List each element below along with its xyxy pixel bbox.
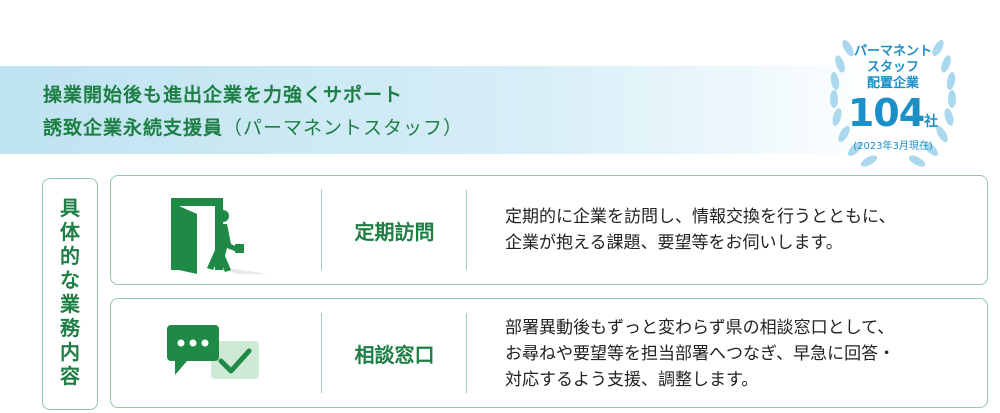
desc-line: 定期的に企業を訪問し、情報交換を行うとともに、 [505,207,896,227]
card-divider [466,313,467,393]
service-name: 定期訪問 [354,220,435,244]
side-label-box [42,178,98,410]
banner-subheadline: 誘致企業永続支援員（パーマネントスタッフ） [43,113,463,140]
card-divider [466,190,467,270]
banner-role-name: 誘致企業永続支援員 [43,117,224,139]
side-label: 具体的な業務内容 [60,196,80,388]
laurel-badge-icon [830,39,956,167]
card-divider [321,190,322,270]
service-description: 定期的に企業を訪問し、情報交換を行うとともに、 企業が抱える課題、要望等をお伺い… [505,204,975,256]
badge-line1: パーマネント [853,44,932,59]
service-card-consultation: 相談窓口 部署異動後もずっと変わらず県の相談窓口として、 お尋ねや要望等を担当部… [110,298,988,408]
service-description: 部署異動後もずっと変わらず県の相談窓口として、 お尋ねや要望等を担当部署へつなぎ… [505,315,975,393]
card-divider [321,313,322,393]
service-name: 相談窓口 [354,343,435,367]
badge-line2: スタッフ [866,60,919,75]
chat-bubble-check-icon [167,325,259,379]
badge-count-unit: 社 [924,114,939,130]
service-card-regular-visit: 定期訪問 定期的に企業を訪問し、情報交換を行うとともに、 企業が抱える課題、要望… [110,175,988,285]
badge-count-number: 104 [847,91,925,135]
header-banner [0,66,880,154]
desc-line: 部署異動後もずっと変わらず県の相談窓口として、 [505,318,895,338]
badge-note: (2023年3月現在) [853,141,933,152]
exit-door-walking-person-icon [171,198,269,274]
banner-headline: 操業開始後も進出企業を力強くサポート [43,84,404,106]
desc-line: 企業が抱える課題、要望等をお伺いします。 [505,233,843,253]
badge-count: 104社 [818,92,968,143]
banner-role-sub: （パーマネントスタッフ） [223,117,464,139]
badge-line3: 配置企業 [866,76,919,91]
desc-line: お尋ねや要望等を担当部署へつなぎ、早急に回答・ [505,344,896,364]
desc-line: 対応するよう支援、調整します。 [505,370,759,390]
